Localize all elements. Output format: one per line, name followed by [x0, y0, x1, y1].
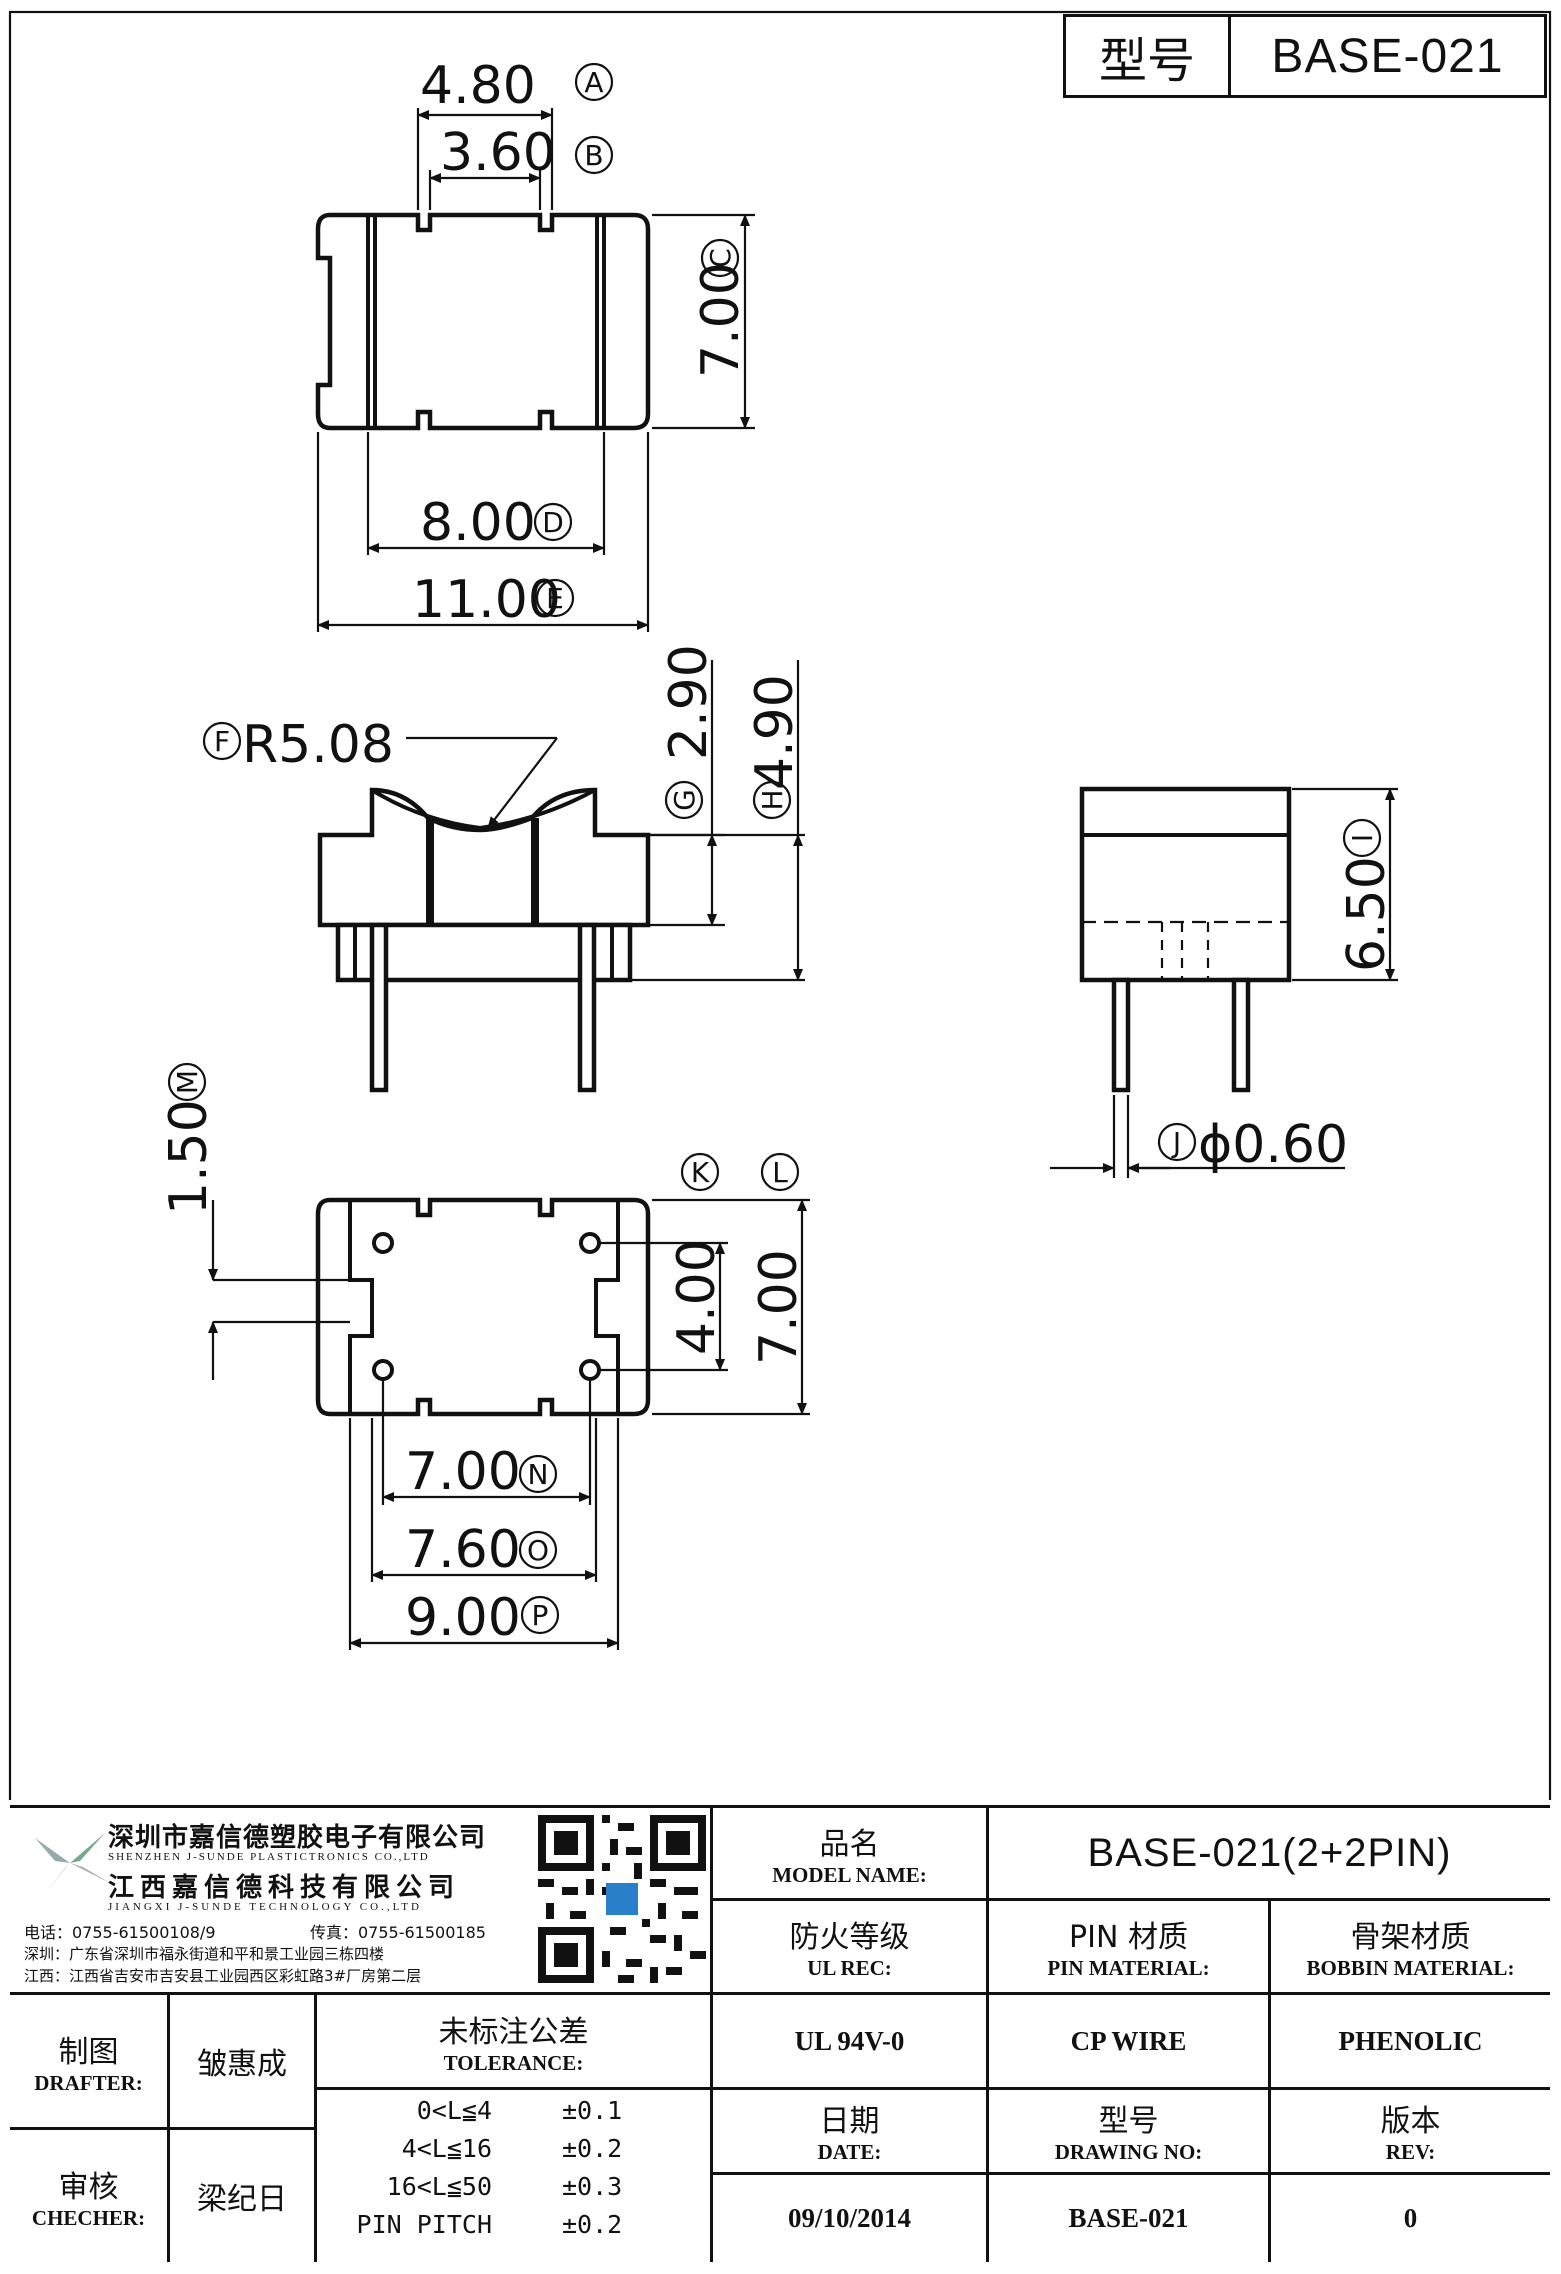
pin-material-value: CP WIRE	[1070, 2025, 1187, 2056]
dim-a-letter: A	[584, 66, 603, 99]
dim-l-value: 7.00	[749, 1249, 809, 1365]
dim-j-letter: J	[1171, 1126, 1181, 1159]
tolerance-row: 0<L≦4 ±0.1	[416, 2096, 623, 2125]
company-name-jx-en: JIANGXI J-SUNDE TECHNOLOGY CO.,LTD	[108, 1901, 422, 1913]
qr-code	[538, 1815, 706, 1983]
page-border	[8, 10, 1552, 1800]
company-name-sz-en: SHENZHEN J-SUNDE PLASTICTRONICS CO.,LTD	[108, 1851, 430, 1863]
model-name-label: 品名 MODEL NAME:	[772, 1826, 927, 1887]
dim-p-value: 9.00	[405, 1588, 521, 1648]
top-view: 4.80 A 3.60 B 7.00 C 8.00 D 11.00 E	[315, 56, 755, 632]
dim-b-letter: B	[584, 139, 603, 172]
dim-g-value: 2.90	[659, 644, 719, 760]
drawing-no-value: BASE-021	[1068, 2203, 1189, 2233]
ul-rec-value: UL 94V-0	[794, 2025, 905, 2056]
model-header: 型号 BASE-021	[1063, 14, 1547, 98]
dim-k-letter: K	[691, 1156, 710, 1189]
dim-g-letter: G	[668, 789, 701, 811]
company-name-jx: 江西嘉信德科技有限公司	[108, 1873, 461, 1903]
dim-h-value: 4.90	[745, 674, 805, 790]
bobbin-material-value: PHENOLIC	[1338, 2025, 1483, 2056]
bobbin-material-label: 骨架材质 BOBBIN MATERIAL:	[1306, 1920, 1515, 1980]
technical-drawing: 4.80 A 3.60 B 7.00 C 8.00 D 11.00 E	[8, 10, 1552, 1800]
dim-d-letter: D	[542, 506, 564, 539]
date-label: 日期 DATE:	[817, 2103, 882, 2164]
drafter-value: 皱惠成	[197, 2047, 287, 2082]
dim-l-letter: L	[772, 1156, 788, 1189]
dim-m-value: 1.50	[159, 1099, 219, 1215]
company-fax: 传真：0755-61500185	[310, 1923, 486, 1942]
rev-value: 0	[1403, 2203, 1418, 2233]
tolerance-label: 未标注公差 TOLERANCE:	[438, 2014, 589, 2075]
drafter-label: 制图 DRAFTER:	[34, 2034, 143, 2095]
side-view: 6.50 I J ϕ0.60	[1050, 786, 1398, 1178]
checker-value: 梁纪日	[197, 2182, 287, 2217]
tolerance-table: 0<L≦4 ±0.1 4<L≦16 ±0.2 16<L≦50 ±0.3 PIN …	[317, 2092, 710, 2262]
dim-a-value: 4.80	[420, 56, 536, 116]
dim-o-value: 7.60	[405, 1520, 521, 1580]
dim-e-value: 11.00	[412, 570, 561, 630]
tolerance-row: 16<L≦50 ±0.3	[386, 2172, 623, 2201]
title-block: 深圳市嘉信德塑胶电子有限公司 SHENZHEN J-SUNDE PLASTICT…	[10, 1805, 1550, 2262]
drawing-no-label: 型号 DRAWING NO:	[1054, 2103, 1203, 2164]
dim-c-letter: C	[704, 248, 737, 268]
dim-i-letter: I	[1346, 834, 1379, 842]
dim-h-letter: H	[756, 789, 789, 810]
dim-e-letter: E	[546, 582, 564, 615]
dim-f-letter: F	[214, 725, 230, 758]
checker-label: 审核 CHECHER:	[31, 2169, 146, 2230]
tolerance-row: 4<L≦16 ±0.2	[401, 2134, 623, 2163]
company-phone: 电话：0755-61500108/9	[24, 1923, 216, 1942]
dim-m-letter: M	[171, 1070, 204, 1094]
model-name-value: BASE-021(2+2PIN)	[1087, 1830, 1452, 1875]
model-header-value: BASE-021	[1271, 29, 1504, 83]
company-info: 深圳市嘉信德塑胶电子有限公司 SHENZHEN J-SUNDE PLASTICT…	[10, 1805, 710, 1992]
dim-k-value: 4.00	[667, 1239, 727, 1355]
dim-n-value: 7.00	[405, 1442, 521, 1502]
dim-d-value: 8.00	[420, 493, 536, 553]
front-view: F R5.08 2.90 G 4.90 H	[202, 644, 805, 1093]
dim-b-value: 3.60	[440, 123, 556, 183]
dim-c-value: 7.00	[691, 262, 751, 378]
ul-rec-label: 防火等级 UL REC:	[789, 1920, 910, 1980]
date-value: 09/10/2014	[787, 2203, 911, 2233]
company-logo	[35, 1833, 110, 1893]
company-address-jx: 江西：江西省吉安市吉安县工业园西区彩虹路3#厂房第二层	[24, 1967, 422, 1985]
dim-p-letter: P	[532, 1599, 549, 1632]
rev-label: 版本 REV:	[1380, 2103, 1441, 2164]
bottom-view: 1.50 M 4.00 K 7.00 L 7.00 N 7.60 O	[159, 1062, 810, 1650]
dim-f-value: R5.08	[242, 715, 394, 775]
dim-i-value: 6.50	[1337, 856, 1397, 972]
dim-j-value: ϕ0.60	[1198, 1115, 1348, 1175]
dim-n-letter: N	[528, 1458, 549, 1491]
dim-o-letter: O	[527, 1534, 549, 1567]
company-name-sz: 深圳市嘉信德塑胶电子有限公司	[108, 1823, 487, 1853]
tolerance-row: PIN PITCH ±0.2	[356, 2210, 623, 2239]
pin-material-label: PIN 材质 PIN MATERIAL:	[1047, 1920, 1210, 1980]
company-address-sz: 深圳：广东省深圳市福永街道和平和景工业园三栋四楼	[24, 1945, 385, 1963]
model-header-label: 型号	[1066, 17, 1231, 95]
